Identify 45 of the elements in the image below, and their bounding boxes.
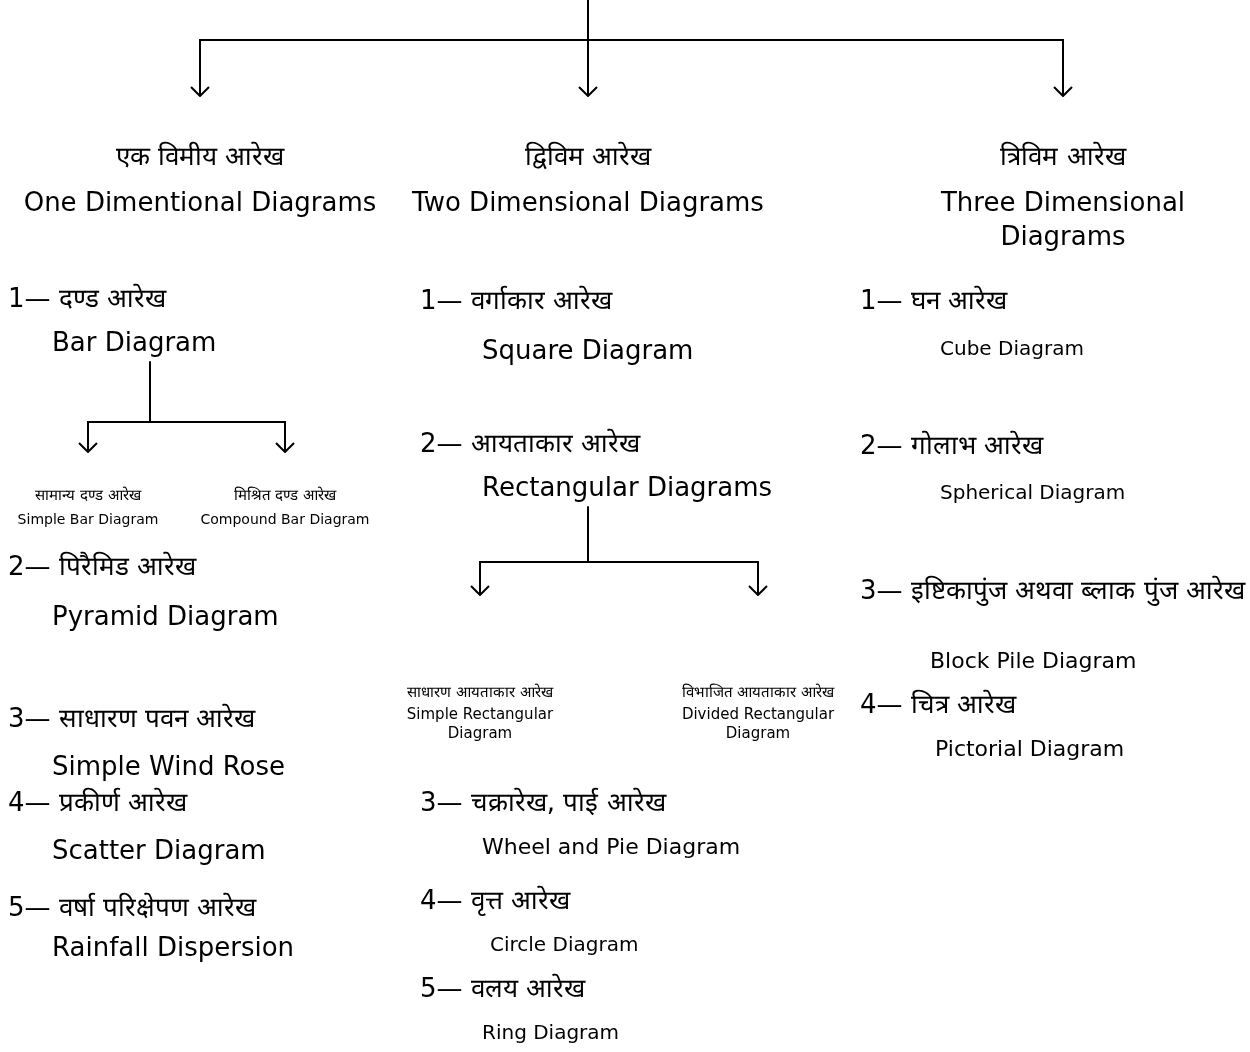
english-list-item: Simple Wind Rose <box>52 750 285 783</box>
hindi-list-item: 4— चित्र आरेख <box>860 688 1017 721</box>
hindi-heading: 2— आयताकार आरेख <box>420 427 641 460</box>
english-heading: Rectangular Diagrams <box>482 470 773 504</box>
hindi-list-item: 3— इष्टिकापुंज अथवा ब्लाक पुंज आरेख <box>860 574 1245 608</box>
hindi-list-item: 2— गोलाभ आरेख <box>860 429 1044 462</box>
english-heading: Three Dimensional Diagrams <box>939 185 1187 253</box>
hindi-heading: त्रिविम आरेख <box>999 140 1128 173</box>
hindi-heading: साधारण आयताकार आरेख <box>406 683 555 703</box>
hindi-heading: 1— दण्ड आरेख <box>8 282 167 315</box>
hindi-list-item: 4— वृत्त आरेख <box>420 884 571 918</box>
hindi-heading: सामान्य दण्ड आरेख <box>34 486 143 506</box>
english-heading: Divided Rectangular Diagram <box>680 704 836 744</box>
hindi-list-item: 3— साधारण पवन आरेख <box>8 702 256 735</box>
hindi-list-item: 5— वर्षा परिक्षेपण आरेख <box>8 891 257 924</box>
english-list-item: Rainfall Dispersion <box>52 931 295 964</box>
hindi-list-item: 2— पिरैमिड आरेख <box>8 550 197 583</box>
english-list-item: Spherical Diagram <box>940 479 1126 506</box>
english-list-item: Cube Diagram <box>940 335 1084 362</box>
arrow <box>149 360 295 453</box>
english-heading: Bar Diagram <box>52 325 217 359</box>
english-list-item: Ring Diagram <box>482 1019 620 1046</box>
hindi-list-item: 3— चक्रारेख, पाई आरेख <box>420 786 666 819</box>
english-heading: Simple Rectangular Diagram <box>405 704 555 744</box>
english-list-item: Block Pile Diagram <box>930 647 1137 675</box>
arrow <box>587 505 768 596</box>
hindi-list-item: 4— प्रकीर्ण आरेख <box>8 786 188 819</box>
hindi-heading: द्विविम आरेख <box>523 140 653 173</box>
english-heading: One Dimentional Diagrams <box>22 185 378 219</box>
arrow <box>587 0 1073 97</box>
hindi-list-item: 1— वर्गाकार आरेख <box>420 284 613 317</box>
english-list-item: Square Diagram <box>482 334 694 367</box>
english-heading: Two Dimensional Diagrams <box>411 185 765 219</box>
english-heading: Simple Bar Diagram <box>16 509 160 528</box>
english-list-item: Wheel and Pie Diagram <box>482 833 741 861</box>
english-heading: Compound Bar Diagram <box>199 509 371 528</box>
hindi-heading: मिश्रित दण्ड आरेख <box>232 486 338 506</box>
hindi-heading: एक विमीय आरेख <box>114 140 286 173</box>
english-list-item: Pyramid Diagram <box>52 600 279 633</box>
hindi-heading: विभाजित आयताकार आरेख <box>680 683 836 703</box>
hindi-list-item: 1— घन आरेख <box>860 284 1008 317</box>
english-list-item: Circle Diagram <box>490 931 639 958</box>
hindi-list-item: 5— वलय आरेख <box>420 972 586 1005</box>
english-list-item: Pictorial Diagram <box>935 735 1125 763</box>
english-list-item: Scatter Diagram <box>52 834 266 867</box>
